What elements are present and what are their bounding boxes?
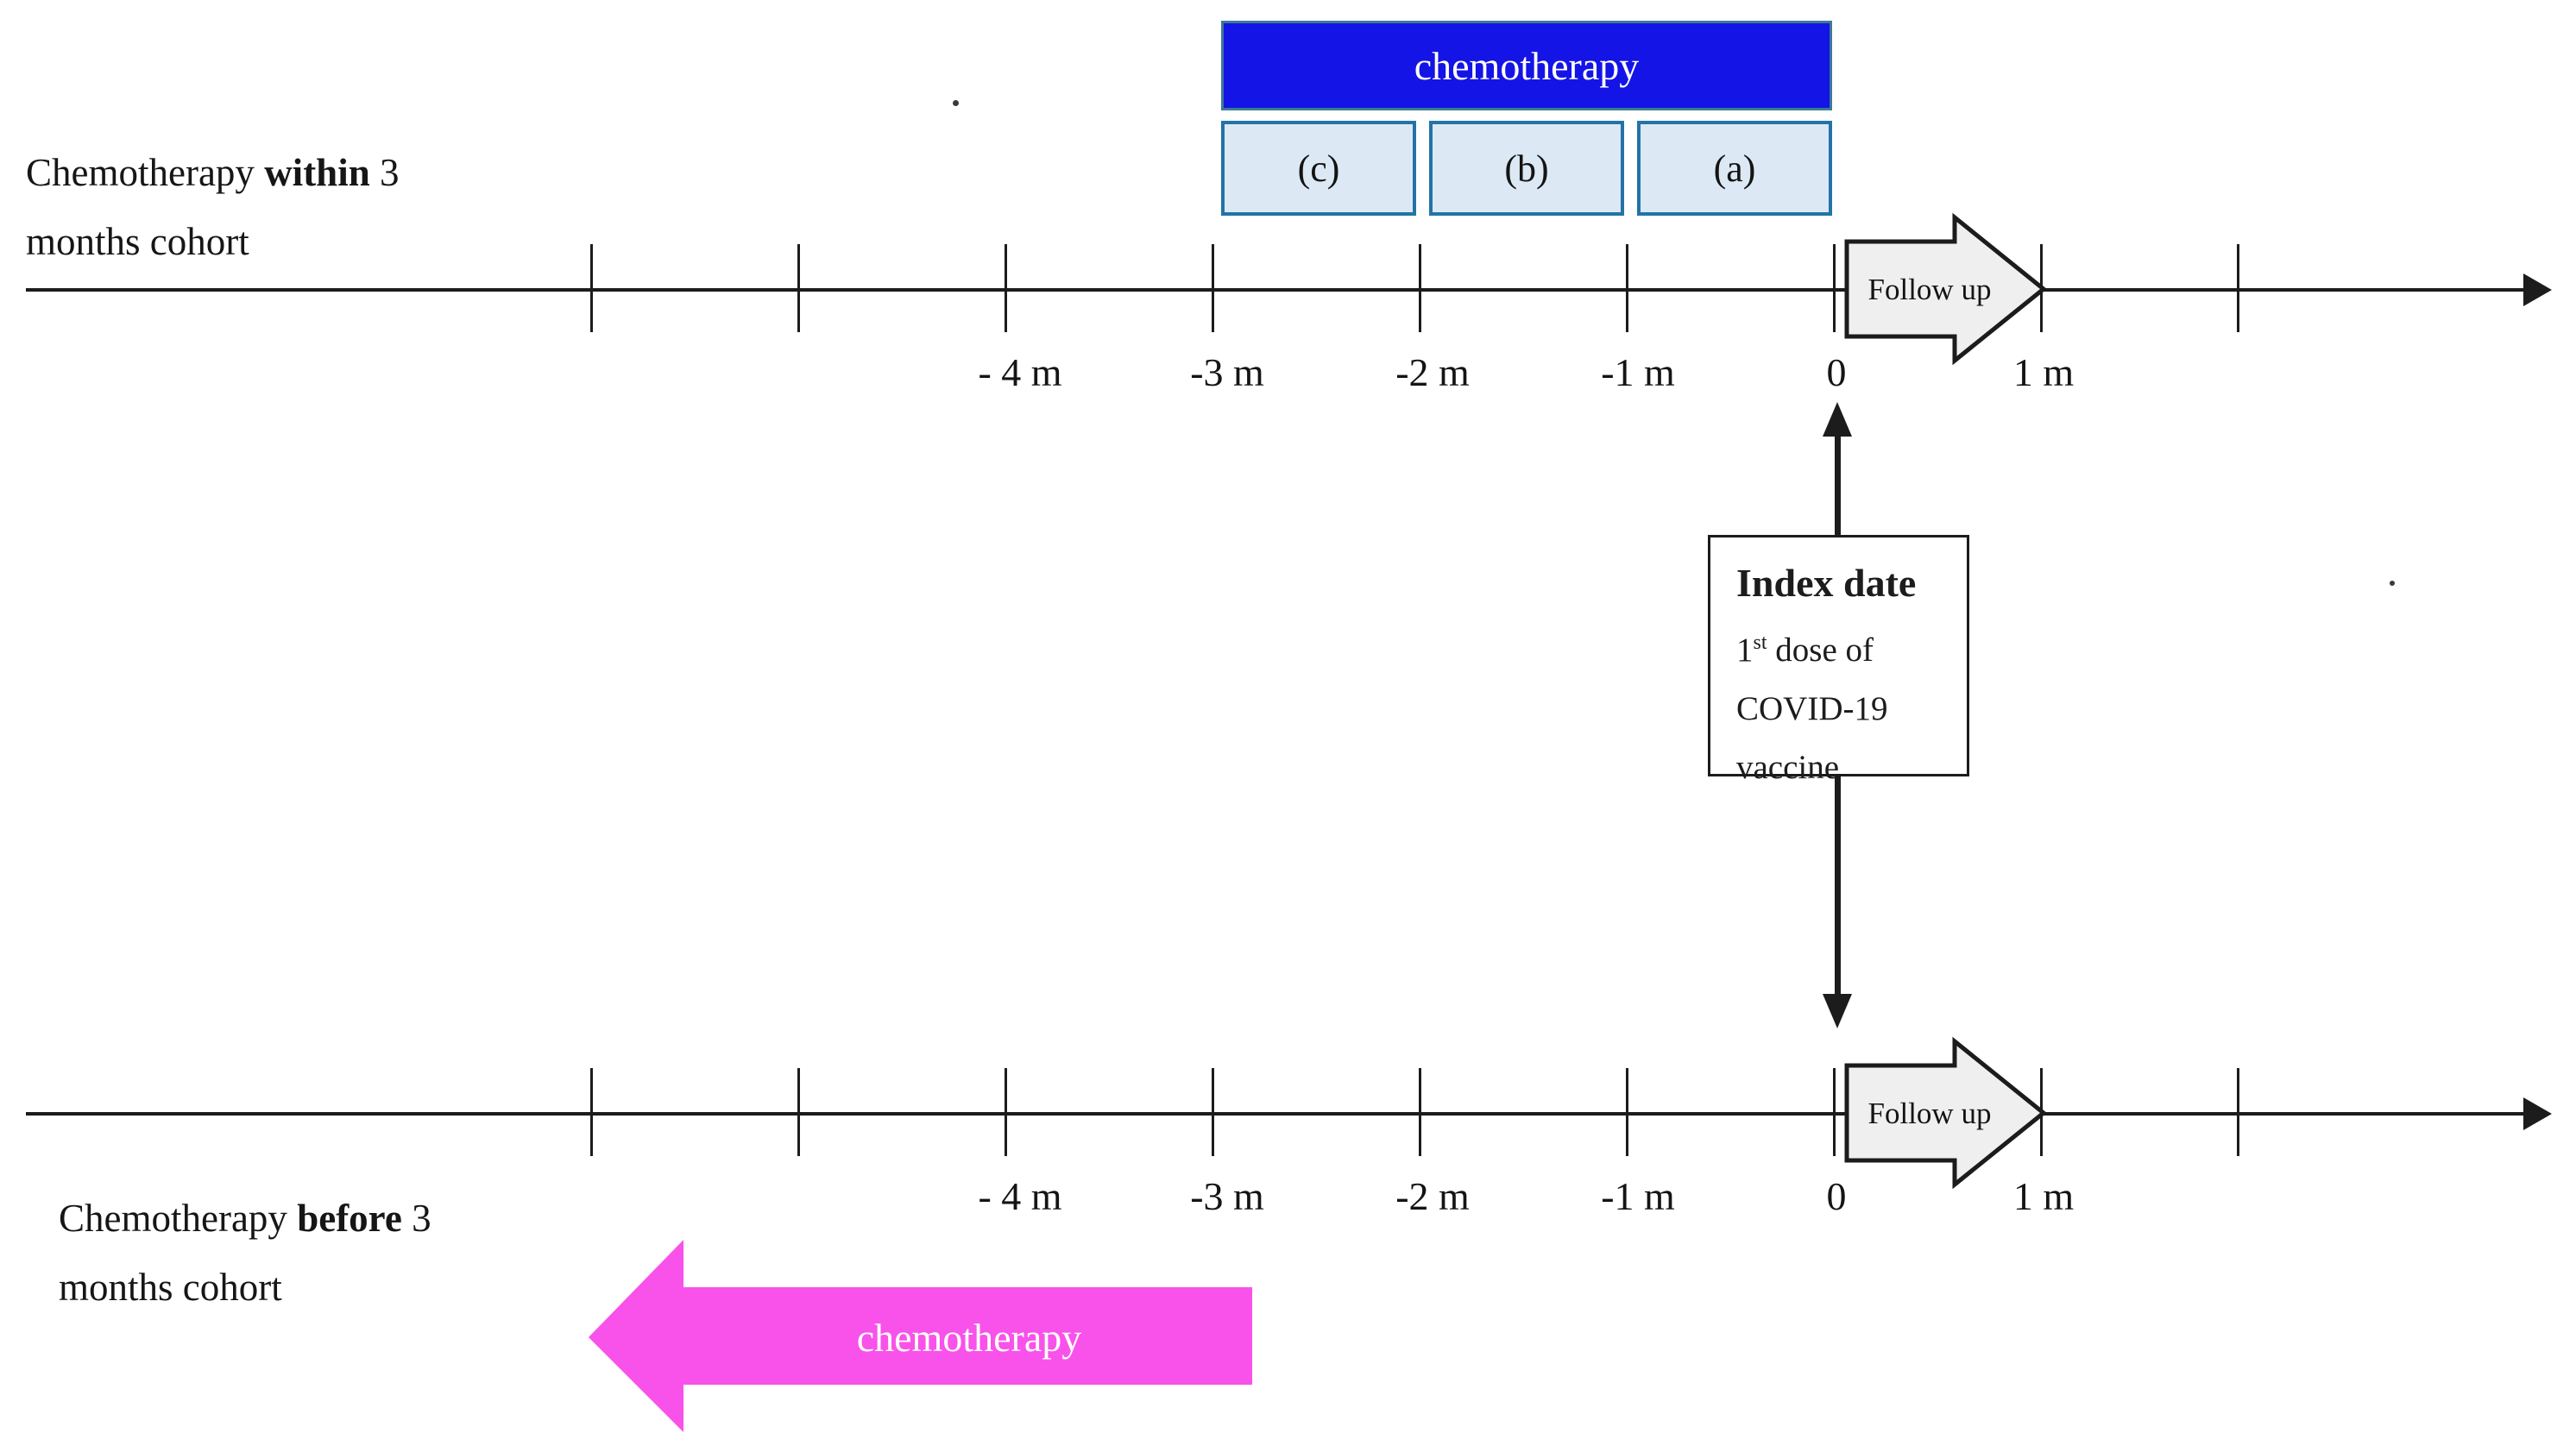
follow-up-arrow-bottom: Follow up	[1844, 1036, 2047, 1190]
index-date-covid-line: COVID-19	[1736, 690, 1888, 727]
tick-mark	[1212, 1068, 1214, 1156]
chemotherapy-bar-label: chemotherapy	[1414, 43, 1640, 88]
tick-label-1m: 1 m	[2012, 1174, 2075, 1218]
follow-up-arrow-top: Follow up	[1844, 212, 2047, 366]
segment-a-label: (a)	[1713, 147, 1756, 190]
chemotherapy-left-arrow-shape	[589, 1240, 1252, 1432]
chemotherapy-left-arrow: chemotherapy	[589, 1240, 1252, 1432]
tick-mark	[1833, 1068, 1836, 1156]
cohort-within-line1: Chemotherapy within 3	[26, 151, 400, 194]
segment-a: (a)	[1637, 121, 1832, 216]
cohort-before-line2: months cohort	[59, 1266, 282, 1309]
stray-dot	[953, 100, 959, 106]
timeline-bottom-axis	[26, 1112, 2529, 1116]
down-arrow-shaft	[1835, 775, 1841, 996]
segment-b: (b)	[1429, 121, 1624, 216]
tick-mark	[797, 1068, 800, 1156]
segment-c: (c)	[1221, 121, 1416, 216]
follow-up-label: Follow up	[1868, 273, 1992, 306]
tick-label-zero: 0	[1826, 350, 1847, 394]
segment-c-label: (c)	[1297, 147, 1340, 190]
follow-up-arrow-shape	[1844, 212, 2047, 366]
chemotherapy-bar: chemotherapy	[1221, 21, 1832, 110]
index-date-vaccine-line: vaccine	[1736, 749, 1840, 786]
tick-label-zero: 0	[1826, 1174, 1847, 1218]
cohort-before-line1: Chemotherapy before 3	[59, 1197, 431, 1240]
tick-label-minus3m: -3 m	[1190, 350, 1264, 394]
up-arrowhead-icon	[1823, 402, 1852, 437]
index-date-box: Index date 1st dose of COVID-19 vaccine	[1708, 535, 1969, 786]
follow-up-label: Follow up	[1868, 1097, 1992, 1130]
tick-label-minus4m: - 4 m	[978, 1174, 1062, 1218]
cohort-before-label: Chemotherapy before 3 months cohort	[59, 1184, 431, 1322]
tick-mark	[1626, 244, 1628, 332]
timeline-top-arrowhead-icon	[2523, 273, 2552, 306]
timeline-bottom-arrowhead-icon	[2523, 1097, 2552, 1130]
tick-label-1m: 1 m	[2012, 350, 2075, 394]
tick-mark	[2237, 244, 2239, 332]
tick-label-minus4m: - 4 m	[978, 350, 1062, 394]
tick-label-minus1m: -1 m	[1601, 1174, 1675, 1218]
cohort-within-label: Chemotherapy within 3 months cohort	[26, 138, 399, 276]
index-date-title: Index date	[1736, 561, 1917, 605]
tick-mark	[1005, 1068, 1007, 1156]
segment-b-label: (b)	[1504, 147, 1549, 190]
follow-up-arrow-shape	[1844, 1036, 2047, 1190]
tick-label-minus1m: -1 m	[1601, 350, 1675, 394]
tick-mark	[1626, 1068, 1628, 1156]
chemotherapy-left-arrow-label: chemotherapy	[857, 1316, 1082, 1360]
down-arrowhead-icon	[1823, 994, 1852, 1028]
chemotherapy-segments: (c) (b) (a)	[1221, 121, 1832, 216]
tick-mark	[1005, 244, 1007, 332]
tick-label-minus3m: -3 m	[1190, 1174, 1264, 1218]
tick-label-minus2m: -2 m	[1395, 1174, 1470, 1218]
tick-mark	[1212, 244, 1214, 332]
index-date-dose-line: 1st dose of	[1736, 632, 1874, 669]
tick-mark	[1419, 244, 1421, 332]
tick-mark	[797, 244, 800, 332]
up-arrow-shaft	[1835, 431, 1841, 535]
tick-mark	[590, 1068, 593, 1156]
stray-dot	[2390, 581, 2395, 586]
tick-mark	[2237, 1068, 2239, 1156]
tick-mark	[1419, 1068, 1421, 1156]
cohort-within-line2: months cohort	[26, 220, 249, 263]
tick-label-minus2m: -2 m	[1395, 350, 1470, 394]
tick-mark	[1833, 244, 1836, 332]
tick-mark	[590, 244, 593, 332]
timeline-top-axis	[26, 288, 2529, 292]
